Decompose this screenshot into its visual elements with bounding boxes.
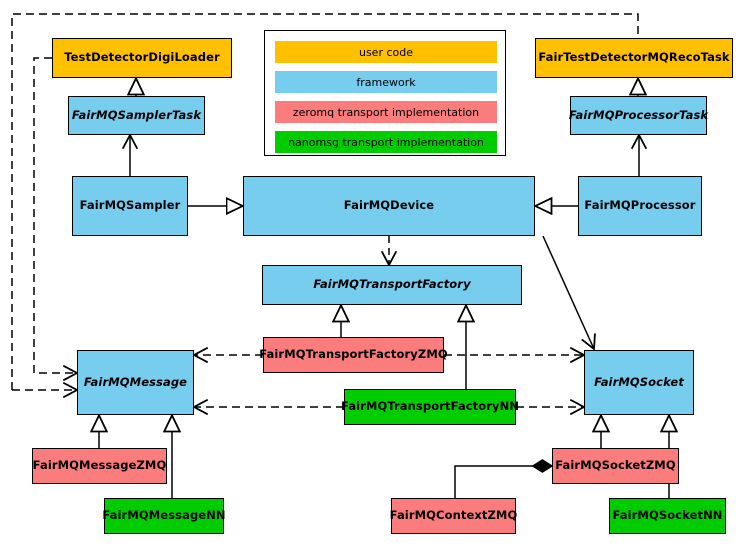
legend-panel: user code framework zeromq transport imp… <box>264 30 506 156</box>
class-box-fairmqcontextzmq[interactable]: FairMQContextZMQ <box>389 498 518 534</box>
class-label: FairMQSocketNN <box>612 508 723 523</box>
legend-label: user code <box>358 45 414 59</box>
legend-label: nanomsg transport implementation <box>288 135 484 149</box>
class-label: FairMQTransportFactoryZMQ <box>259 347 448 362</box>
legend-item-zeromq: zeromq transport implementation <box>275 101 497 123</box>
edge-digiloader-to-message <box>33 57 77 373</box>
class-label: FairMQSamplerTask <box>71 107 202 122</box>
class-label: FairMQSampler <box>79 198 181 213</box>
class-box-fairmqsampler[interactable]: FairMQSampler <box>72 176 188 236</box>
class-label: FairMQMessageNN <box>102 508 226 523</box>
class-label: FairTestDetectorMQRecoTask <box>538 50 730 65</box>
edge-device-to-socket <box>542 235 594 349</box>
edge-recotask-to-message-outer <box>11 13 639 390</box>
class-box-fairmqtransportfactoryzmq[interactable]: FairMQTransportFactoryZMQ <box>259 337 448 373</box>
class-box-fairmqmessagenn[interactable]: FairMQMessageNN <box>102 498 226 534</box>
class-box-fairmqmessage[interactable]: FairMQMessage <box>77 350 194 415</box>
class-box-fairmqdevice[interactable]: FairMQDevice <box>243 176 535 236</box>
class-box-fairmqtransportfactory[interactable]: FairMQTransportFactory <box>262 265 522 305</box>
class-label: FairMQTransportFactory <box>313 277 471 292</box>
class-label: FairMQSocket <box>594 374 684 389</box>
class-box-fairmqsocketnn[interactable]: FairMQSocketNN <box>609 498 726 534</box>
class-label: FairMQProcessorTask <box>568 107 709 122</box>
class-label: FairMQSocketZMQ <box>555 458 676 473</box>
class-label: FairMQMessageZMQ <box>32 458 167 473</box>
class-box-fairmqmessagezmq[interactable]: FairMQMessageZMQ <box>32 448 167 484</box>
class-label: FairMQProcessor <box>584 198 696 213</box>
legend-label: framework <box>356 75 416 89</box>
class-box-fairtestdetectormqrecotask[interactable]: FairTestDetectorMQRecoTask <box>535 38 733 78</box>
class-box-fairmqsamplertask[interactable]: FairMQSamplerTask <box>68 96 205 135</box>
edge-socketzmq-to-contextzmq <box>454 466 552 498</box>
class-box-fairmqtransportfactorynn[interactable]: FairMQTransportFactoryNN <box>340 389 520 425</box>
class-box-fairmqsocket[interactable]: FairMQSocket <box>584 350 694 415</box>
legend-item-user-code: user code <box>275 41 497 63</box>
class-box-fairmqprocessor[interactable]: FairMQProcessor <box>578 176 702 236</box>
legend-label: zeromq transport implementation <box>292 105 480 119</box>
class-label: FairMQMessage <box>83 374 188 389</box>
legend-item-framework: framework <box>275 71 497 93</box>
class-label: FairMQContextZMQ <box>389 508 518 523</box>
legend-item-nanomsg: nanomsg transport implementation <box>275 131 497 153</box>
class-label: FairMQTransportFactoryNN <box>340 399 520 414</box>
class-box-testdetectordigiloader[interactable]: TestDetectorDigiLoader <box>52 38 232 78</box>
class-label: TestDetectorDigiLoader <box>64 50 220 65</box>
class-box-fairmqprocessortask[interactable]: FairMQProcessorTask <box>568 96 709 135</box>
class-label: FairMQDevice <box>343 198 435 213</box>
class-box-fairmqsocketzmq[interactable]: FairMQSocketZMQ <box>552 448 679 484</box>
